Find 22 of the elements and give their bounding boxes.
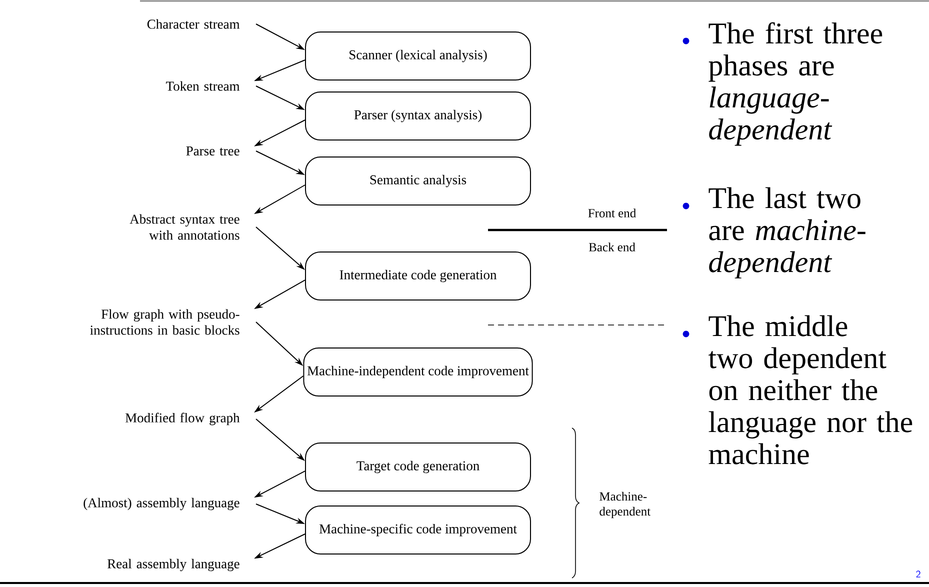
process-box: Machine-specific code improvement <box>305 506 531 554</box>
process-box: Parser (syntax analysis) <box>305 92 531 140</box>
data-label: Modified flow graph <box>125 412 240 426</box>
data-label: Parse tree <box>186 146 240 156</box>
process-box: Scanner (lexical analysis) <box>305 32 531 80</box>
process-box: Intermediate code generation <box>305 252 531 300</box>
bullet-text: The first three phases are language-dependent <box>708 22 882 146</box>
brace-label: Machine-dependent <box>600 492 650 518</box>
data-label: Character stream <box>147 19 240 29</box>
process-box: Target code generation <box>305 442 531 492</box>
process-box: Machine-independent code improvement <box>303 348 533 396</box>
section-label: Front end <box>588 208 636 218</box>
process-box: Semantic analysis <box>305 156 531 206</box>
data-label: (Almost) assembly language <box>84 498 240 510</box>
data-label: Token stream <box>166 81 240 91</box>
data-label: Abstract syntax tree with annotations <box>130 214 240 240</box>
data-label: Flow graph with pseudo-instructions in basic blocks <box>90 309 240 335</box>
data-label: Real assembly language <box>107 558 240 572</box>
bullet-text: The middle two dependent on neither the language nor the machine <box>708 315 912 464</box>
page-number: 2 <box>916 570 920 578</box>
bullet-text: The last two are machine-dependent <box>708 187 866 278</box>
section-label: Back end <box>588 242 636 252</box>
